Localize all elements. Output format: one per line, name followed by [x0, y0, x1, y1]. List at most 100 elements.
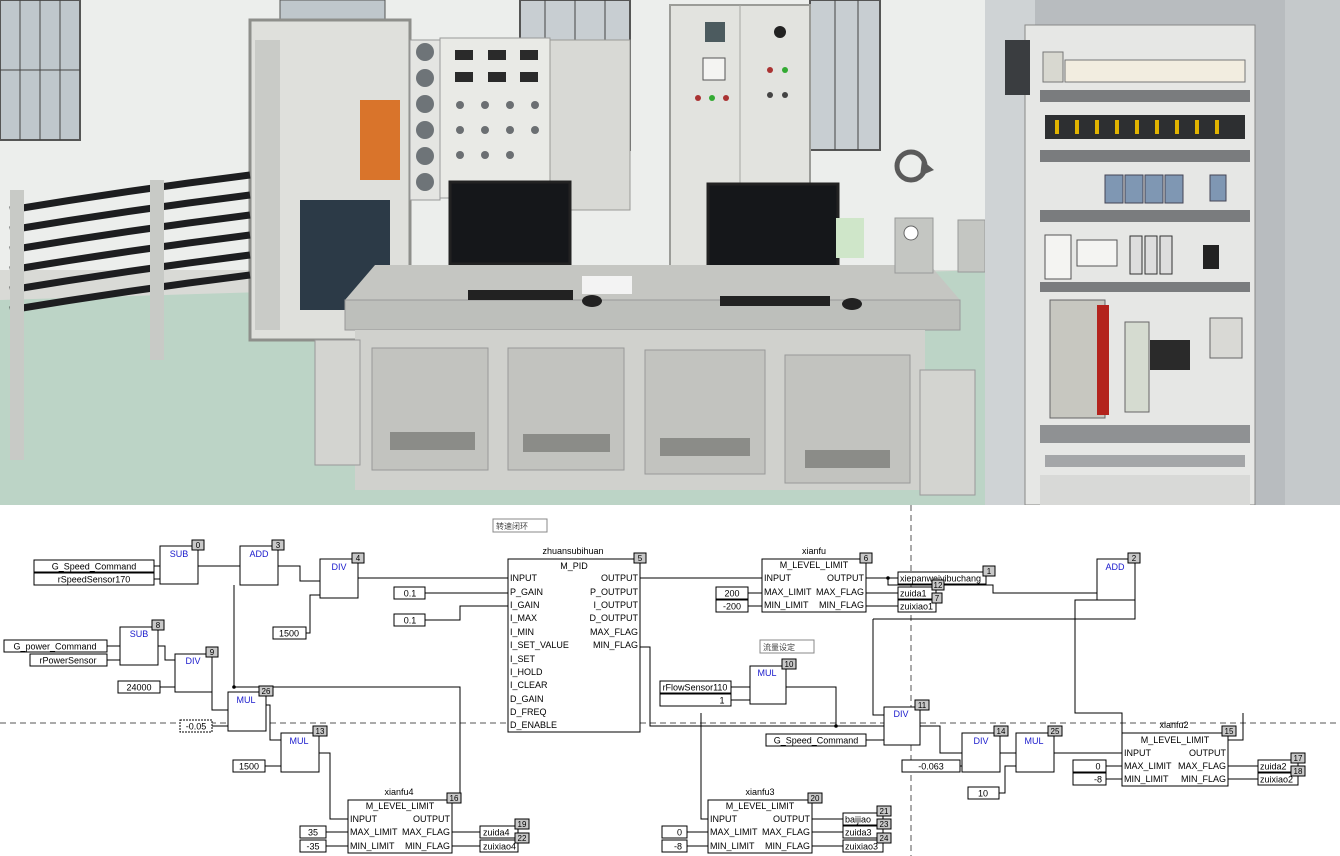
- const-1500-a[interactable]: 1500: [272, 626, 307, 640]
- svg-text:MAX_FLAG: MAX_FLAG: [402, 827, 450, 837]
- svg-text:5: 5: [638, 554, 643, 563]
- svg-text:INPUT: INPUT: [510, 573, 538, 583]
- const-p-gain[interactable]: 0.1: [393, 586, 426, 600]
- block-sub-8[interactable]: SUB 8: [119, 619, 165, 666]
- svg-text:MUL: MUL: [236, 695, 255, 705]
- const-10[interactable]: 10: [967, 786, 1000, 800]
- svg-text:17: 17: [1294, 754, 1303, 763]
- var-r-speed-sensor[interactable]: rSpeedSensor170: [33, 572, 155, 586]
- const-neg-8-a[interactable]: -8: [1072, 772, 1107, 786]
- svg-text:23: 23: [880, 820, 889, 829]
- out-zuixiao4[interactable]: zuixiao4 22: [479, 832, 530, 853]
- svg-text:MAX_FLAG: MAX_FLAG: [1178, 761, 1226, 771]
- block-add-3[interactable]: ADD 3: [239, 539, 285, 586]
- const-neg-0-063[interactable]: -0.063: [901, 759, 961, 773]
- svg-text:2: 2: [1132, 554, 1137, 563]
- var-r-power-sensor[interactable]: rPowerSensor: [29, 653, 108, 667]
- window-icon: [0, 0, 81, 141]
- svg-text:20: 20: [811, 794, 820, 803]
- svg-text:16: 16: [450, 794, 459, 803]
- svg-text:MIN_FLAG: MIN_FLAG: [405, 841, 450, 851]
- svg-text:25: 25: [1051, 727, 1060, 736]
- svg-text:MAX_LIMIT: MAX_LIMIT: [710, 827, 758, 837]
- svg-text:MUL: MUL: [289, 736, 308, 746]
- svg-text:OUTPUT: OUTPUT: [1189, 748, 1227, 758]
- block-level-limit-xianfu4[interactable]: xianfu4 M_LEVEL_LIMIT 16 INPUT MAX_LIMIT…: [347, 787, 462, 854]
- svg-text:9: 9: [210, 648, 215, 657]
- block-div-11[interactable]: DIV 11: [883, 699, 930, 746]
- block-div-14[interactable]: DIV 14: [961, 725, 1009, 773]
- block-mul-10[interactable]: MUL 10: [749, 658, 797, 705]
- const-neg-0-05[interactable]: -0.05: [179, 719, 213, 733]
- svg-text:INPUT: INPUT: [350, 814, 378, 824]
- out-zuixiao1[interactable]: zuixiao1 7: [897, 592, 943, 613]
- block-mul-13[interactable]: MUL 13: [280, 725, 328, 773]
- svg-text:MAX_FLAG: MAX_FLAG: [590, 627, 638, 637]
- block-mul-25[interactable]: MUL 25: [1015, 725, 1063, 773]
- svg-text:M_LEVEL_LIMIT: M_LEVEL_LIMIT: [366, 801, 435, 811]
- block-pid-zhuansubihuan[interactable]: zhuansubihuan M_PID 5 INPUT P_GAIN I_GAI…: [507, 546, 647, 733]
- const-1[interactable]: 1: [659, 693, 732, 707]
- const-0-b[interactable]: 0: [661, 825, 688, 839]
- svg-text:zhuansubihuan: zhuansubihuan: [542, 546, 603, 556]
- const-1500-b[interactable]: 1500: [232, 759, 266, 773]
- svg-text:SUB: SUB: [130, 629, 149, 639]
- out-zuixiao3[interactable]: zuixiao3 24: [842, 832, 892, 853]
- block-mul-26[interactable]: MUL 26: [227, 685, 274, 732]
- const-neg-8-b[interactable]: -8: [661, 839, 688, 853]
- var-g-speed-command[interactable]: G_Speed_Command: [33, 559, 155, 573]
- svg-text:zuixiao2: zuixiao2: [1260, 775, 1293, 785]
- svg-text:I_GAIN: I_GAIN: [510, 600, 540, 610]
- svg-text:I_SET: I_SET: [510, 654, 536, 664]
- block-add-2[interactable]: ADD 2: [1096, 552, 1141, 601]
- svg-text:0: 0: [196, 541, 201, 550]
- svg-text:I_SET_VALUE: I_SET_VALUE: [510, 640, 569, 650]
- const-24000[interactable]: 24000: [117, 680, 161, 694]
- crosshair-anchor-icon[interactable]: [903, 225, 919, 241]
- svg-text:OUTPUT: OUTPUT: [827, 573, 865, 583]
- svg-text:14: 14: [997, 727, 1006, 736]
- out-baijiao[interactable]: baijiao 21: [842, 805, 892, 826]
- svg-text:xianfu: xianfu: [802, 546, 826, 556]
- const-neg-200[interactable]: -200: [715, 599, 749, 613]
- svg-text:zuixiao1: zuixiao1: [900, 602, 933, 612]
- svg-text:DIV: DIV: [185, 656, 200, 666]
- const-0-a[interactable]: 0: [1072, 759, 1107, 773]
- out-zuida3[interactable]: zuida3 23: [842, 818, 892, 839]
- block-sub-0[interactable]: SUB 0: [159, 539, 205, 585]
- svg-text:-8: -8: [1094, 775, 1102, 785]
- svg-text:0: 0: [677, 828, 682, 838]
- svg-text:ADD: ADD: [249, 549, 269, 559]
- svg-text:MIN_LIMIT: MIN_LIMIT: [1124, 774, 1169, 784]
- var-g-speed-command-2[interactable]: G_Speed_Command: [765, 733, 867, 747]
- svg-text:4: 4: [356, 554, 361, 563]
- svg-text:0.1: 0.1: [404, 589, 417, 599]
- svg-text:19: 19: [518, 820, 527, 829]
- var-g-power-command[interactable]: G_power_Command: [3, 639, 108, 653]
- svg-text:zuida3: zuida3: [845, 828, 872, 838]
- const-200[interactable]: 200: [715, 586, 749, 600]
- svg-text:0.1: 0.1: [404, 616, 417, 626]
- block-level-limit-xianfu[interactable]: xianfu M_LEVEL_LIMIT 6 INPUT MAX_LIMIT M…: [761, 546, 873, 613]
- svg-text:DIV: DIV: [331, 562, 346, 572]
- svg-text:OUTPUT: OUTPUT: [413, 814, 451, 824]
- svg-text:MIN_LIMIT: MIN_LIMIT: [764, 600, 809, 610]
- rotate-handle-icon[interactable]: [894, 149, 934, 183]
- block-div-9[interactable]: DIV 9: [174, 646, 219, 693]
- const-neg-35[interactable]: -35: [299, 839, 327, 853]
- out-zuixiao2[interactable]: zuixiao2 18: [1257, 765, 1306, 786]
- svg-text:M_LEVEL_LIMIT: M_LEVEL_LIMIT: [780, 560, 849, 570]
- const-35[interactable]: 35: [299, 825, 327, 839]
- const-i-gain[interactable]: 0.1: [393, 613, 426, 627]
- svg-text:18: 18: [1294, 767, 1303, 776]
- svg-text:D_ENABLE: D_ENABLE: [510, 720, 557, 730]
- out-xiepanweiyibuchang[interactable]: xiepanweiyibuchang 1: [897, 565, 996, 585]
- block-level-limit-xianfu3[interactable]: xianfu3 M_LEVEL_LIMIT 20 INPUT MAX_LIMIT…: [707, 787, 823, 854]
- out-zuida4[interactable]: zuida4 19: [479, 818, 530, 839]
- block-level-limit-xianfu2[interactable]: xianfu2 M_LEVEL_LIMIT 15 INPUT MAX_LIMIT…: [1121, 720, 1237, 787]
- svg-text:1: 1: [719, 696, 724, 706]
- svg-text:INPUT: INPUT: [710, 814, 738, 824]
- var-r-flow-sensor[interactable]: rFlowSensor110: [659, 680, 732, 694]
- svg-text:DIV: DIV: [973, 736, 988, 746]
- block-div-4[interactable]: DIV 4: [319, 552, 365, 599]
